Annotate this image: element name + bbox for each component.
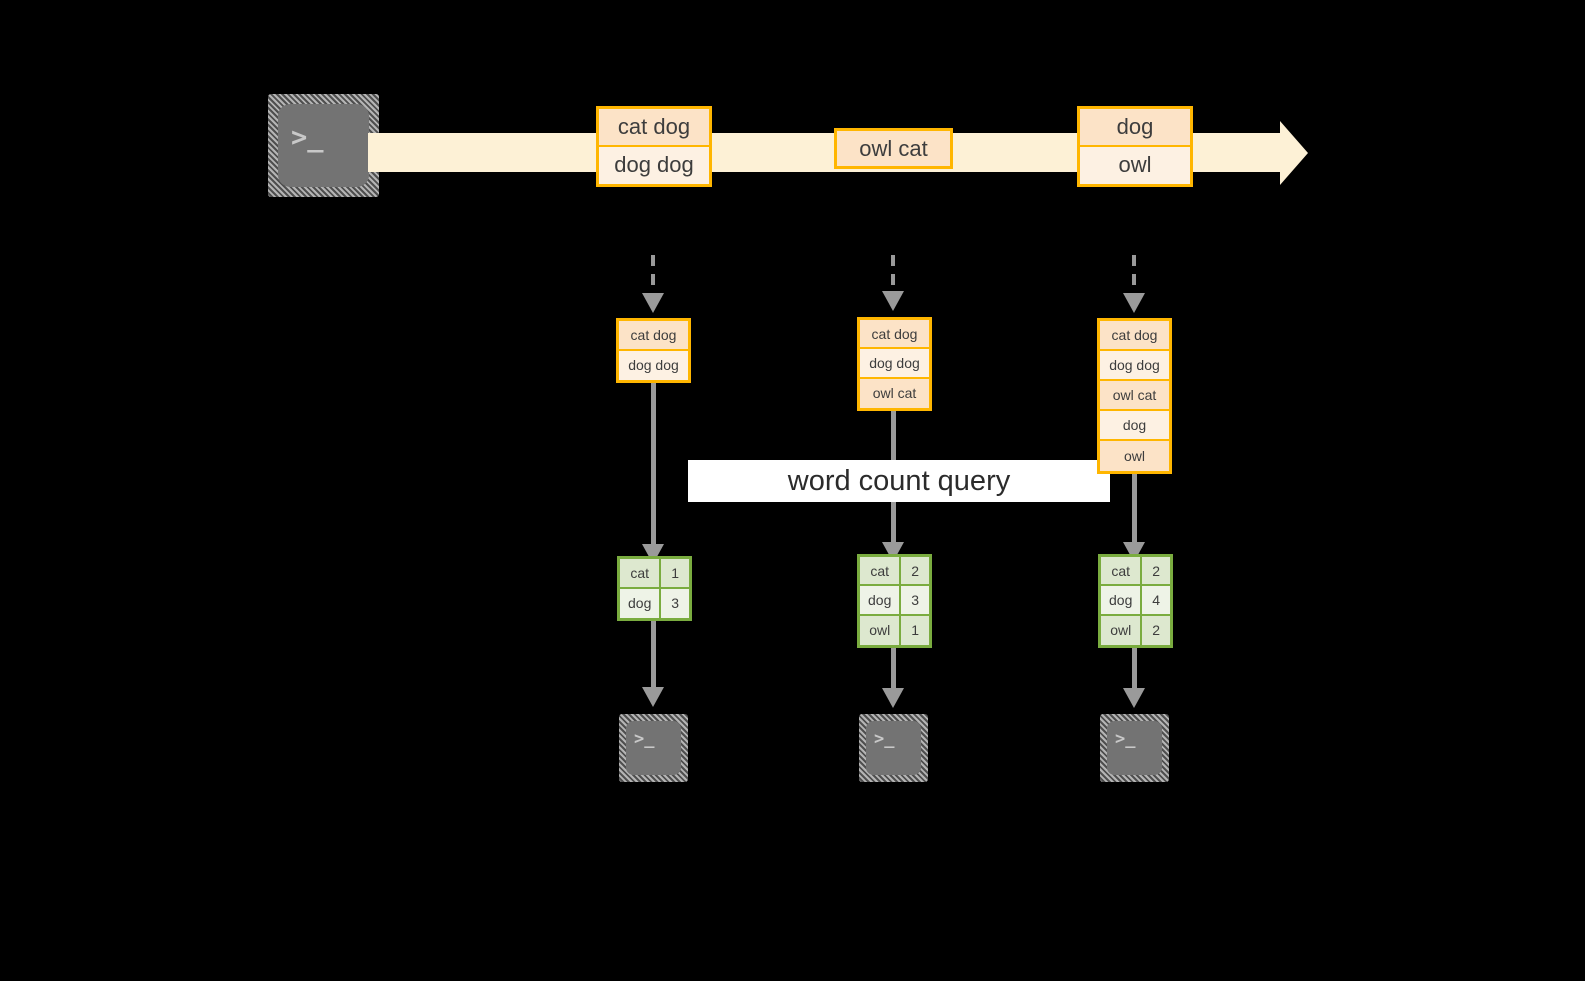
- query-label-text: word count query: [787, 464, 1011, 497]
- trigger-connector-arrowhead: [882, 291, 904, 311]
- stream-line: cat dog: [599, 109, 709, 147]
- sink-connector-arrowhead: [882, 688, 904, 708]
- trigger-connector-dashed: [891, 255, 895, 293]
- result-table[interactable]: cat 1 dog 3: [617, 556, 692, 621]
- terminal-body: >_: [626, 721, 681, 775]
- result-row: owl 2: [1101, 615, 1170, 645]
- result-count: 2: [1142, 557, 1170, 585]
- trigger-connector-dashed: [1132, 255, 1136, 295]
- input-line: cat dog: [1100, 321, 1169, 351]
- result-count: 2: [901, 557, 929, 585]
- input-line: dog dog: [860, 349, 929, 379]
- source-terminal-icon[interactable]: >_: [268, 94, 379, 197]
- sink-connector: [651, 621, 656, 689]
- sink-terminal-icon[interactable]: >_: [859, 714, 928, 782]
- result-row: cat 2: [1101, 557, 1170, 587]
- query-connector: [651, 383, 656, 546]
- sink-connector: [891, 648, 896, 690]
- result-row: dog 3: [620, 588, 689, 618]
- result-word: dog: [860, 586, 902, 614]
- sink-connector-arrowhead: [1123, 688, 1145, 708]
- stream-line: dog: [1080, 109, 1190, 147]
- trigger-connector-arrowhead: [1123, 293, 1145, 313]
- stream-line: dog dog: [599, 146, 709, 184]
- result-count: 4: [1142, 586, 1170, 614]
- trigger-connector-arrowhead: [642, 293, 664, 313]
- input-line: cat dog: [860, 320, 929, 350]
- terminal-prompt-glyph: >_: [1115, 729, 1136, 749]
- terminal-body: >_: [278, 104, 369, 187]
- result-word: cat: [1101, 557, 1143, 585]
- result-count: 2: [1142, 615, 1170, 645]
- result-row: dog 4: [1101, 586, 1170, 616]
- stream-batch-box[interactable]: owl cat: [834, 128, 953, 169]
- sink-connector-arrowhead: [642, 687, 664, 707]
- result-row: owl 1: [860, 615, 929, 645]
- result-word: dog: [1101, 586, 1143, 614]
- result-row: cat 2: [860, 557, 929, 587]
- input-table[interactable]: cat dog dog dog: [616, 318, 691, 383]
- terminal-prompt-glyph: >_: [634, 729, 655, 749]
- sink-connector: [1132, 648, 1137, 690]
- stream-line: owl cat: [837, 131, 950, 166]
- result-count: 3: [661, 588, 689, 618]
- result-count: 1: [901, 615, 929, 645]
- input-line: owl cat: [1100, 381, 1169, 411]
- stream-arrowhead: [1280, 121, 1308, 185]
- terminal-body: >_: [866, 721, 921, 775]
- input-line: dog dog: [1100, 351, 1169, 381]
- terminal-prompt-glyph: >_: [874, 729, 895, 749]
- sink-terminal-icon[interactable]: >_: [619, 714, 688, 782]
- input-table[interactable]: cat dog dog dog owl cat: [857, 317, 932, 411]
- input-table[interactable]: cat dog dog dog owl cat dog owl: [1097, 318, 1172, 474]
- terminal-body: >_: [1107, 721, 1162, 775]
- result-word: owl: [860, 615, 902, 645]
- result-word: owl: [1101, 615, 1143, 645]
- result-table[interactable]: cat 2 dog 3 owl 1: [857, 554, 932, 648]
- result-row: dog 3: [860, 586, 929, 616]
- result-word: dog: [620, 588, 662, 618]
- input-line: dog dog: [619, 350, 688, 380]
- input-line: cat dog: [619, 321, 688, 351]
- result-word: cat: [860, 557, 902, 585]
- sink-terminal-icon[interactable]: >_: [1100, 714, 1169, 782]
- result-count: 1: [661, 559, 689, 587]
- stream-batch-box[interactable]: dog owl: [1077, 106, 1193, 187]
- input-line: dog: [1100, 411, 1169, 441]
- query-label: word count query: [688, 460, 1110, 502]
- query-connector: [1132, 474, 1137, 544]
- terminal-prompt-glyph: >_: [291, 122, 324, 153]
- result-table[interactable]: cat 2 dog 4 owl 2: [1098, 554, 1173, 648]
- stream-batch-box[interactable]: cat dog dog dog: [596, 106, 712, 187]
- input-line: owl: [1100, 441, 1169, 471]
- input-line: owl cat: [860, 378, 929, 408]
- result-row: cat 1: [620, 559, 689, 589]
- stream-line: owl: [1080, 146, 1190, 184]
- result-count: 3: [901, 586, 929, 614]
- trigger-connector-dashed: [651, 255, 655, 295]
- result-word: cat: [620, 559, 662, 587]
